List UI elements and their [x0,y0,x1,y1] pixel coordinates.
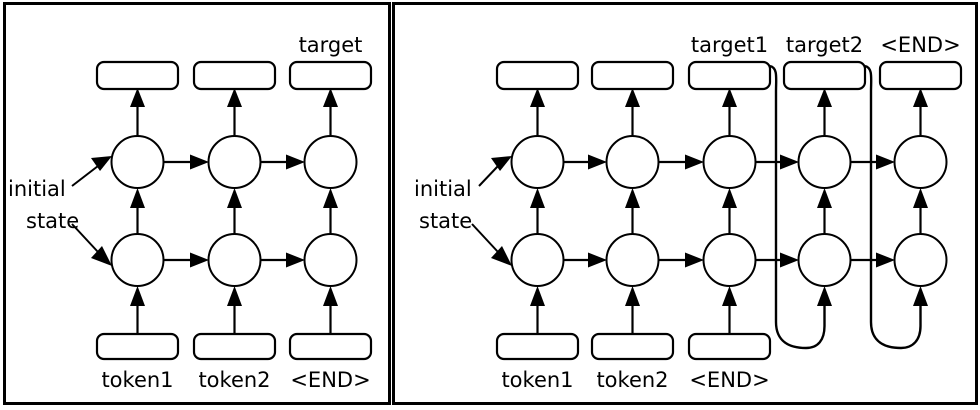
right-arrow-up-out-3 [722,88,737,136]
right-arrow-up-layer-3 [722,188,737,234]
right-cell-top-5[interactable] [893,135,948,189]
right-initial-state-arrow-top [478,156,512,187]
left-initial-state-arrow-top [71,156,112,187]
left-arrow-up-in-3 [323,286,338,334]
right-output-box-1[interactable] [495,60,580,91]
left-arrow-right-bottom-2 [260,252,305,268]
right-arrow-up-out-1 [530,88,545,136]
left-output-box-3[interactable] [288,60,373,91]
left-cell-top-1[interactable] [110,135,165,189]
left-cell-bottom-2[interactable] [207,233,262,287]
left-input-box-3[interactable] [288,332,373,361]
right-arrow-up-layer-1 [530,188,545,234]
left-initial-state-label-line2: state [26,209,79,233]
right-initial-state-label-line2: state [419,209,472,233]
right-cell-bottom-4[interactable] [797,233,852,287]
right-output-box-5[interactable] [878,60,963,91]
left-arrow-up-layer-2 [227,188,242,234]
left-arrow-up-in-1 [130,286,145,334]
right-cell-bottom-1[interactable] [510,233,565,287]
right-feedback-loop-1 [769,64,832,350]
left-input-box-1[interactable] [95,332,180,361]
right-arrow-right-bottom-2 [658,252,704,268]
left-cell-bottom-3[interactable] [303,233,358,287]
right-input-label-3: <END> [689,368,769,392]
right-arrow-up-layer-4 [817,188,832,234]
left-arrow-up-layer-3 [323,188,338,234]
right-output-label-4: target2 [786,33,863,57]
left-input-box-2[interactable] [192,332,277,361]
right-arrow-right-bottom-1 [563,252,607,268]
right-initial-state-arrow-bottom [471,223,512,266]
right-cell-top-1[interactable] [510,135,565,189]
right-arrow-right-top-2 [658,154,704,170]
right-output-label-3: target1 [691,33,768,57]
right-output-box-2[interactable] [590,60,675,91]
right-arrow-up-in-3 [722,286,737,334]
left-cell-top-3[interactable] [303,135,358,189]
left-arrow-right-bottom-1 [163,252,209,268]
left-arrow-up-layer-1 [130,188,145,234]
right-output-label-5: <END> [880,33,960,57]
left-arrow-up-out-2 [227,88,242,136]
right-initial-state-label-line1: initial [414,177,472,201]
left-initial-state-label-line1: initial [8,177,66,201]
right-arrow-right-top-1 [563,154,607,170]
left-arrow-up-out-3 [323,88,338,136]
right-arrow-up-in-1 [530,286,545,334]
left-output-box-1[interactable] [95,60,180,91]
right-cell-bottom-3[interactable] [702,233,757,287]
left-panel-group: target [8,33,373,392]
left-input-label-2: token2 [198,368,270,392]
left-cell-bottom-1[interactable] [110,233,165,287]
right-arrow-up-out-4 [817,88,832,136]
left-arrow-right-top-1 [163,154,209,170]
right-cell-top-4[interactable] [797,135,852,189]
right-arrow-up-out-2 [625,88,640,136]
left-arrow-up-out-1 [130,88,145,136]
right-feedback-loop-2 [864,64,928,350]
left-output-box-2[interactable] [192,60,277,91]
left-arrow-up-in-2 [227,286,242,334]
left-input-label-1: token1 [101,368,173,392]
right-arrow-right-top-3 [755,154,799,170]
right-arrow-up-layer-5 [913,188,928,234]
left-arrow-right-top-2 [260,154,305,170]
left-output-label-3: target [299,33,363,57]
right-arrow-up-out-5 [913,88,928,136]
right-panel-group: target1 target2 <END> [414,33,963,392]
right-arrow-up-in-2 [625,286,640,334]
right-cell-bottom-2[interactable] [605,233,660,287]
right-input-box-3[interactable] [687,332,772,361]
right-arrow-up-layer-2 [625,188,640,234]
left-input-label-3: <END> [290,368,370,392]
right-output-box-3[interactable] [687,60,772,91]
right-input-label-1: token1 [501,368,573,392]
right-arrow-right-top-4 [850,154,895,170]
right-input-box-2[interactable] [590,332,675,361]
right-cell-bottom-5[interactable] [893,233,948,287]
right-arrow-right-bottom-4 [850,252,895,268]
right-input-box-1[interactable] [495,332,580,361]
right-cell-top-3[interactable] [702,135,757,189]
right-input-label-2: token2 [596,368,668,392]
right-arrow-right-bottom-3 [755,252,799,268]
right-cell-top-2[interactable] [605,135,660,189]
left-initial-state-arrow-bottom [71,223,112,266]
right-output-box-4[interactable] [782,60,867,91]
left-cell-top-2[interactable] [207,135,262,189]
